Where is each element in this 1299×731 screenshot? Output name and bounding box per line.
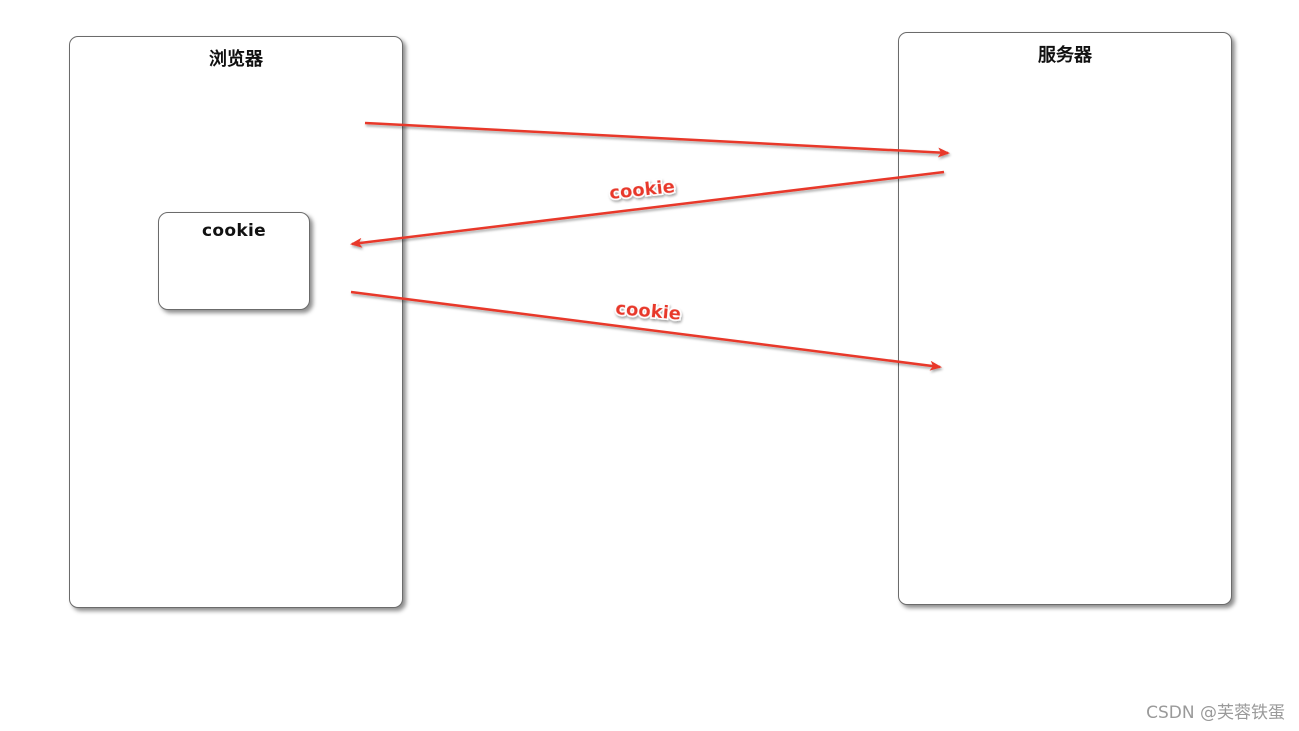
response-arrow [350,170,945,248]
request-arrow [364,121,950,158]
second-request-label: cookie [615,298,682,325]
server-panel: 服务器 [898,32,1232,605]
cookie-store-label: cookie [202,221,266,241]
watermark: CSDN @芙蓉铁蛋 [1146,703,1285,723]
cookie-store-box: cookie [158,212,310,310]
browser-panel: 浏览器 [69,36,403,608]
second-request-arrow [350,290,942,371]
response-arrow-label: cookie [608,176,676,204]
server-title: 服务器 [1038,45,1092,66]
browser-title: 浏览器 [209,49,263,70]
